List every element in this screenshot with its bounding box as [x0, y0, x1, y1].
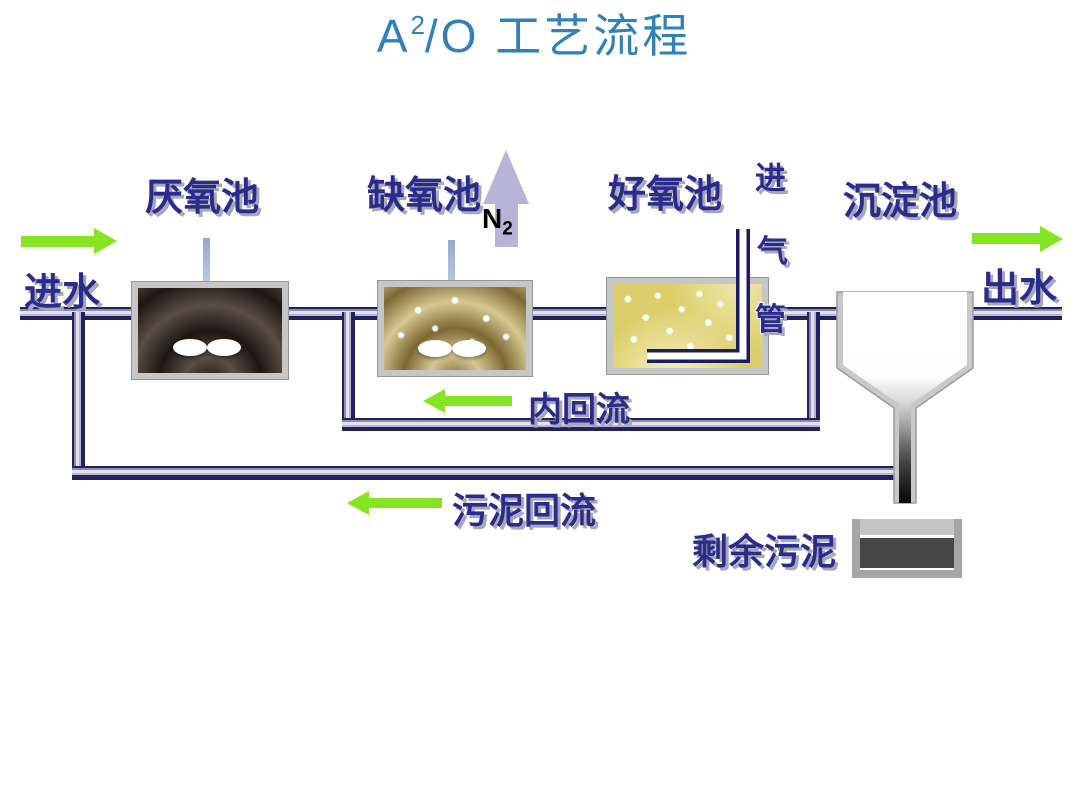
excess-sludge-box: [852, 519, 962, 578]
anoxic-tank-label: 缺氧池: [366, 175, 481, 217]
title-suffix: /O 工艺流程: [424, 10, 692, 62]
anoxic-propeller-right: [452, 340, 486, 357]
effluent-label: 出水: [981, 268, 1058, 310]
internal-recycle-pipe-right: [807, 312, 820, 431]
anoxic-tank-liquid: [384, 287, 526, 370]
internal-recycle-arrow-head: [423, 389, 445, 413]
anaerobic-tank: [132, 282, 288, 379]
n2-arrow-stem: [495, 203, 518, 247]
n2-label: N2: [482, 203, 513, 241]
sludge-return-pipe-left: [72, 312, 85, 480]
internal-recycle-pipe-left: [342, 312, 355, 431]
aerobic-tank-label: 好氧池: [607, 174, 722, 216]
sludge-return-pipe: [72, 466, 910, 480]
influent-arrow-body: [21, 236, 94, 247]
air-pipe-label-char2: 气: [757, 234, 788, 269]
anaerobic-propeller-left: [173, 339, 207, 356]
influent-arrow-head: [94, 228, 117, 254]
sludge-return-arrow-head: [347, 491, 369, 515]
anaerobic-tank-liquid: [138, 288, 282, 373]
sludge-return-arrow-body: [369, 498, 442, 508]
anoxic-tank: [378, 281, 532, 376]
air-inlet-pipe: [647, 229, 750, 363]
clarifier-tank-label: 沉淀池: [842, 181, 957, 223]
influent-label: 进水: [24, 272, 101, 314]
n2-label-sub: 2: [502, 218, 513, 240]
clarifier-liquid: [843, 292, 967, 503]
air-pipe-label-char3: 管: [755, 302, 786, 337]
title-prefix: A: [376, 10, 411, 62]
sludge-return-label: 污泥回流: [452, 490, 597, 531]
excess-sludge-contents: [860, 519, 954, 570]
n2-arrow-head: [483, 150, 529, 204]
title-superscript: 2: [410, 10, 425, 40]
effluent-arrow-body: [972, 233, 1040, 244]
anaerobic-tank-label: 厌氧池: [144, 177, 259, 219]
clarifier-tank: [836, 291, 974, 504]
internal-recycle-pipe: [342, 418, 820, 431]
anaerobic-propeller-right: [207, 339, 241, 356]
effluent-arrow-head: [1040, 226, 1063, 252]
excess-sludge-label: 剩余污泥: [692, 531, 837, 572]
internal-recycle-arrow-body: [445, 396, 512, 406]
air-pipe-label-char1: 进: [755, 161, 786, 196]
n2-label-base: N: [482, 203, 503, 234]
internal-recycle-label: 内回流: [528, 391, 630, 429]
diagram-title: A2/O 工艺流程: [0, 0, 1068, 66]
anoxic-propeller-left: [418, 340, 452, 357]
